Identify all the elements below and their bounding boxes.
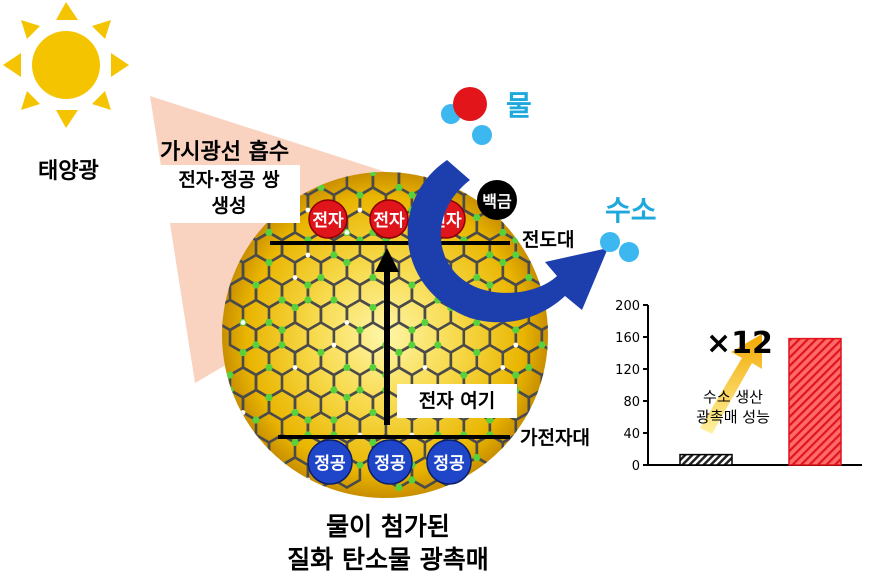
water-label: 물 [506,89,532,122]
hole-label: 정공 [314,454,346,474]
bars [679,337,842,466]
sun-label: 태양광 [38,159,99,184]
y-tick-label: 200 [615,299,640,314]
valence-band-label: 가전자대 [520,427,590,449]
pair-generation-box: 전자·정공 쌍 생성 [158,165,300,223]
conduction-band-label: 전도대 [522,229,574,251]
y-tick-label: 0 [632,459,640,474]
excitation-box: 전자 여기 [397,384,517,418]
hole-1: 정공 [307,439,353,485]
absorption-label: 가시광선 흡수 [160,140,290,165]
platinum-cocatalyst: 백금 [477,180,517,220]
y-tick-label: 120 [615,363,640,378]
hole-3: 정공 [426,439,472,485]
electron-2: 전자 [369,199,409,239]
bar-1 [679,453,733,466]
electron-label: 전자 [312,211,344,231]
y-tick-label: 40 [623,427,640,442]
catalyst-title-line-1: 물이 첨가된 [326,512,450,541]
platinum-label: 백금 [482,192,512,211]
electron-1: 전자 [308,199,348,239]
hydrogen-molecule-icon [600,232,639,262]
y-tick-label: 80 [623,395,640,410]
catalyst-title: 물이 첨가된 질화 탄소물 광촉매 [263,510,513,576]
excitation-arrow [375,248,399,425]
chart-inner-label-line-1: 수소 생산 [703,388,763,406]
excitation-label: 전자 여기 [418,390,496,412]
y-tick-label: 160 [615,331,640,346]
electron-label: 전자 [373,211,405,231]
water-to-hydrogen-arrow [407,160,608,323]
hole-label: 정공 [374,454,406,474]
increase-arrow-icon [700,334,762,434]
hydrogen-production-chart: 0 40 80 120 160 200 ×12 수소 생산 광촉매 성능 [615,299,862,474]
catalyst-title-line-2: 질화 탄소물 광촉매 [287,545,489,574]
pair-generation-line-1: 전자·정공 쌍 [178,169,280,191]
y-axis: 0 40 80 120 160 200 [615,299,862,474]
increase-annotation: ×12 [706,326,773,361]
water-molecule-icon [441,87,492,145]
hole-2: 정공 [367,439,413,485]
chart-inner-label-line-2: 광촉매 성능 [696,408,770,426]
sun-icon [3,2,129,128]
hydrogen-label: 수소 [605,194,657,227]
hole-label: 정공 [433,454,465,474]
pair-generation-line-2: 생성 [211,195,247,217]
bar-2 [788,337,842,466]
